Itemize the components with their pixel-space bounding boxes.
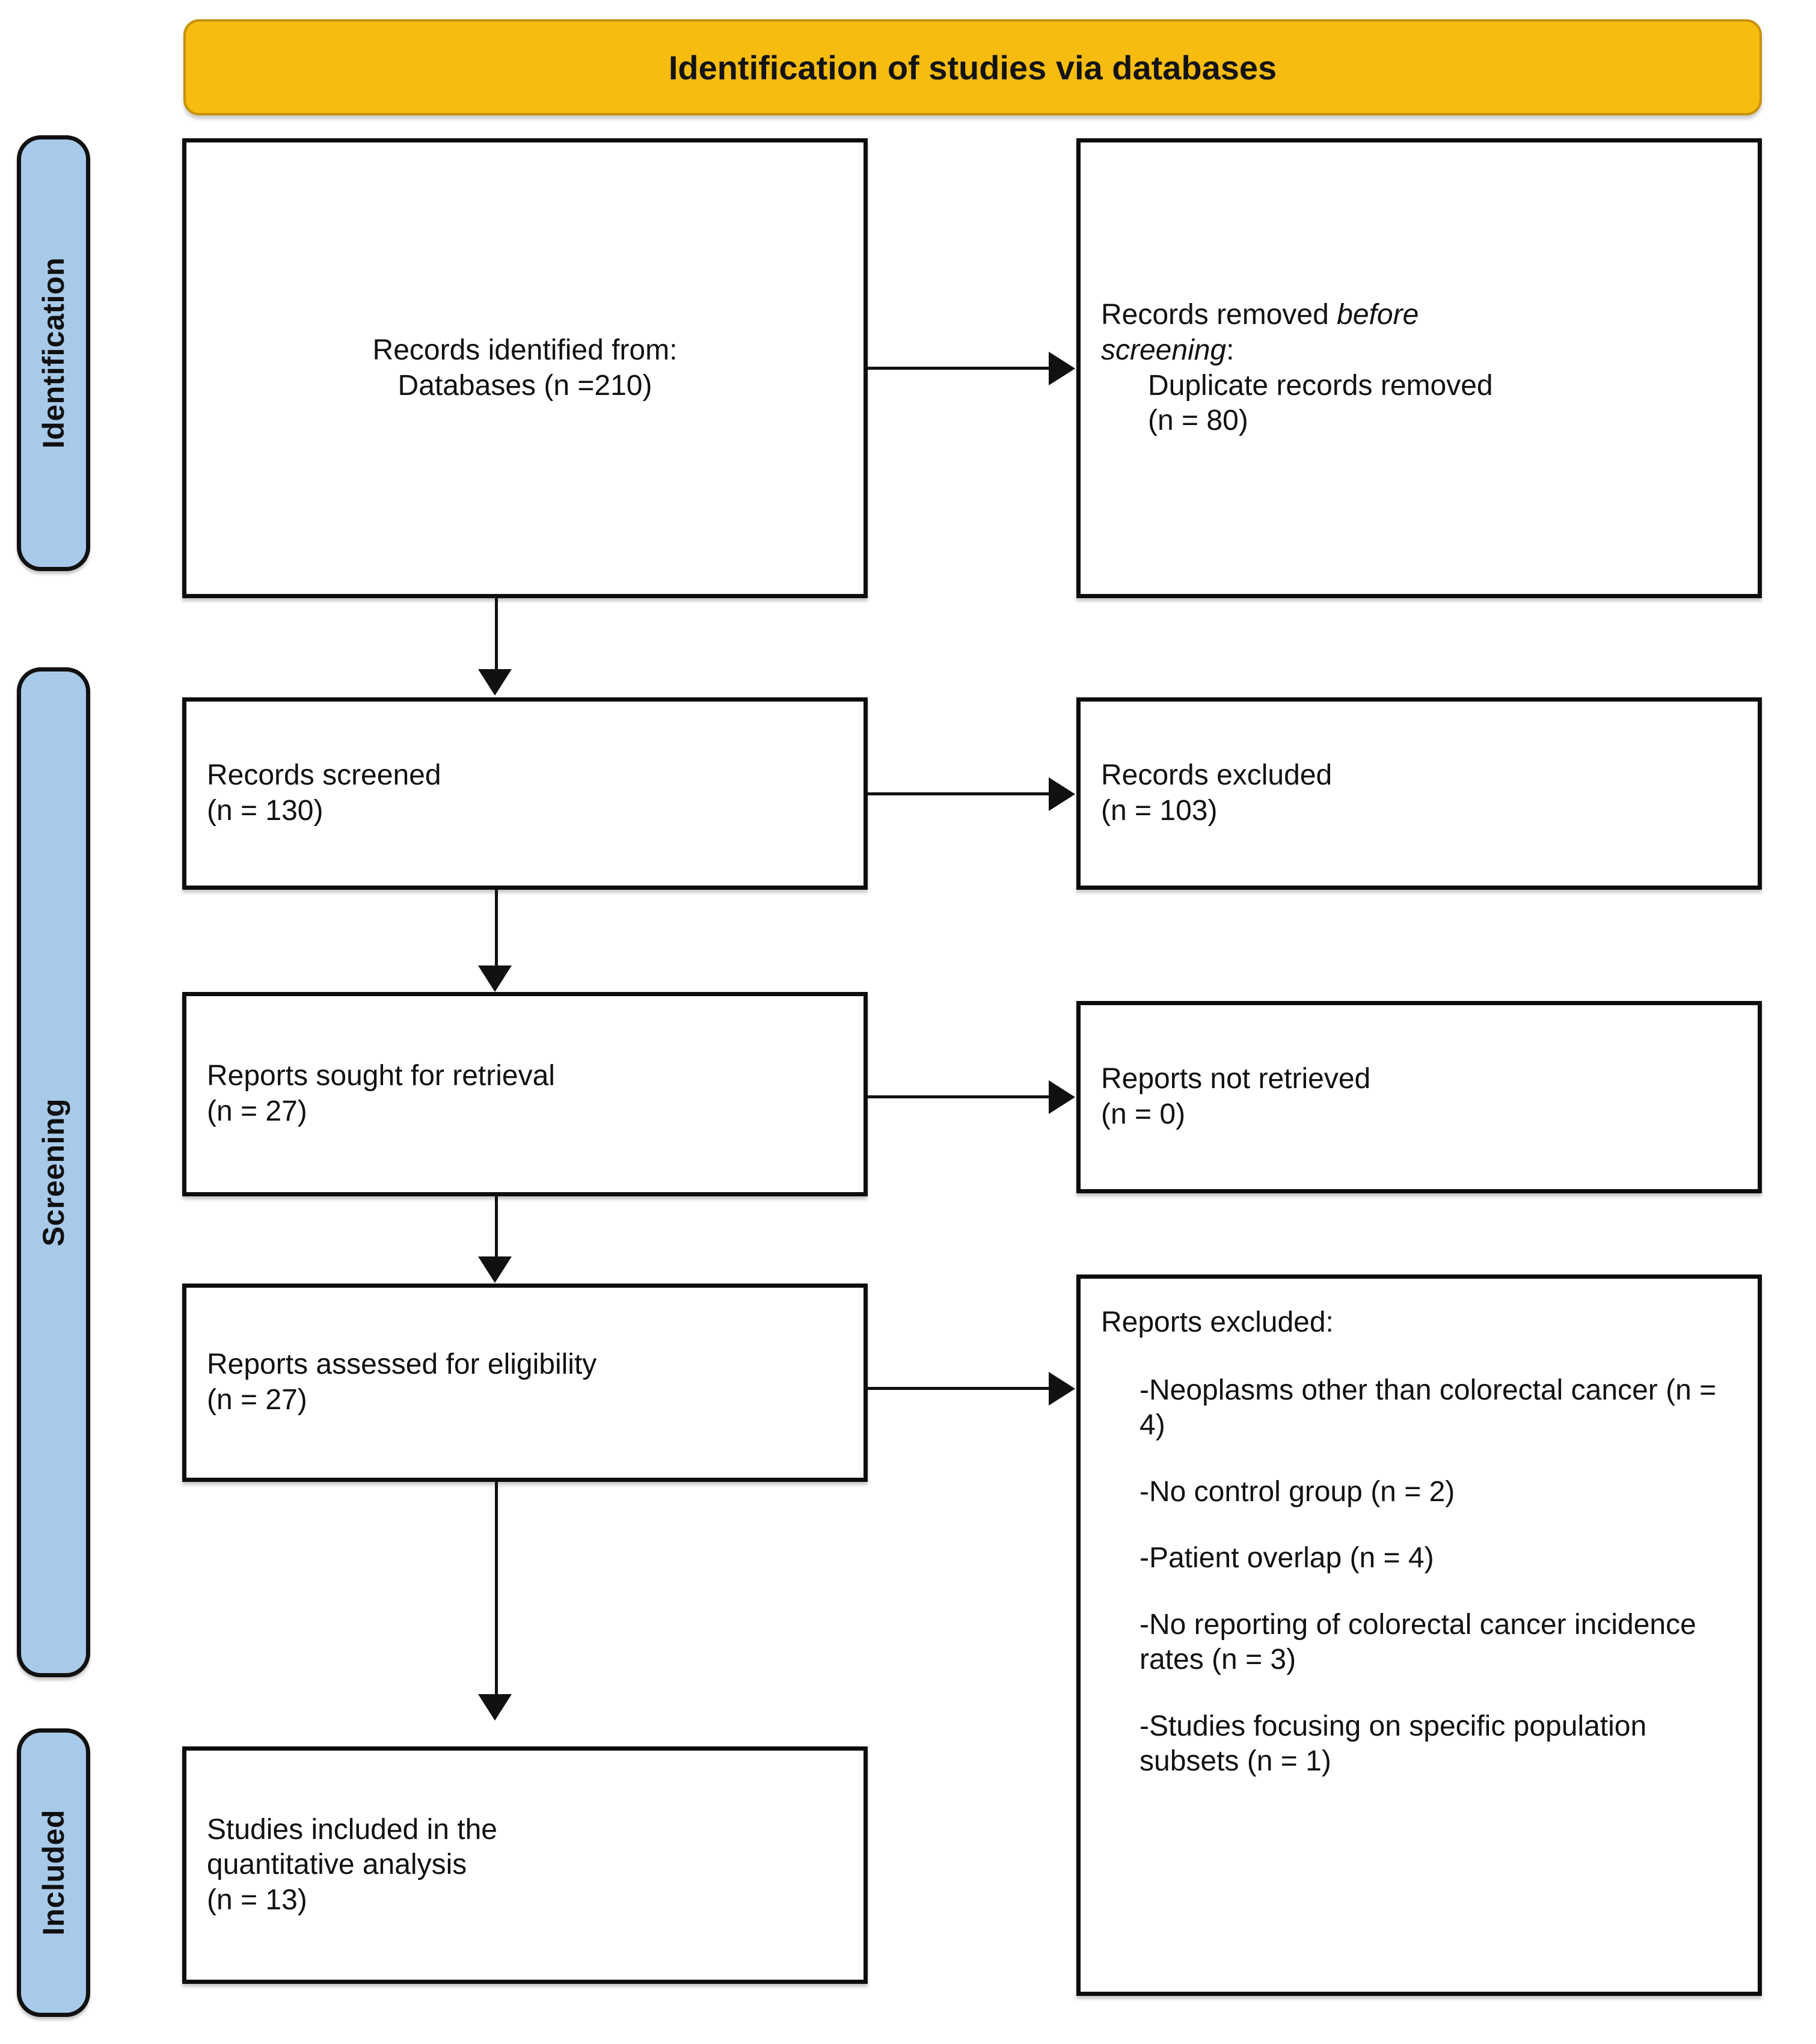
reports-excluded-reason-4: -No reporting of colorectal cancer incid… bbox=[1140, 1608, 1705, 1676]
records-identified-line-1: Records identified from: bbox=[372, 334, 678, 366]
stage-label-identification-text: Identification bbox=[37, 257, 70, 449]
studies-included-line-2: quantitative analysis bbox=[207, 1849, 467, 1881]
box-records-identified: Records identified from: Databases (n =2… bbox=[182, 138, 868, 598]
connector-line-sought-to-not-retrieved bbox=[868, 1095, 1051, 1098]
stage-label-included: Included bbox=[17, 1728, 90, 2017]
stage-label-screening: Screening bbox=[17, 667, 90, 1677]
arrow-right-icon-to-removed bbox=[1049, 352, 1075, 385]
records-removed-italic-before: before bbox=[1337, 299, 1419, 331]
box-reports-assessed-for-eligibility: Reports assessed for eligibility (n = 27… bbox=[182, 1284, 868, 1482]
box-studies-included: Studies included in the quantitative ana… bbox=[182, 1746, 868, 1984]
records-removed-prefix: Records removed bbox=[1101, 299, 1337, 331]
box-reports-sought-for-retrieval: Reports sought for retrieval (n = 27) bbox=[182, 992, 868, 1196]
reports-assessed-line-1: Reports assessed for eligibility bbox=[207, 1348, 597, 1381]
records-removed-line-4: (n = 80) bbox=[1148, 405, 1248, 437]
records-excluded-line-2: (n = 103) bbox=[1101, 795, 1218, 827]
box-reports-excluded-reasons: Reports excluded: -Neoplasms other than … bbox=[1076, 1274, 1762, 1996]
reports-not-retrieved-line-2: (n = 0) bbox=[1101, 1098, 1186, 1130]
records-excluded-line-1: Records excluded bbox=[1101, 759, 1333, 792]
reports-excluded-reason-3: -Patient overlap (n = 4) bbox=[1140, 1542, 1434, 1574]
records-identified-line-2: Databases (n =210) bbox=[397, 369, 652, 402]
records-removed-colon: : bbox=[1226, 334, 1235, 366]
reports-excluded-heading: Reports excluded: bbox=[1101, 1306, 1334, 1338]
stage-label-screening-text: Screening bbox=[37, 1098, 70, 1247]
arrow-down-icon-to-sought bbox=[478, 965, 512, 992]
studies-included-line-3: (n = 13) bbox=[207, 1883, 307, 1916]
connector-line-assessed-to-reports-excluded bbox=[868, 1387, 1051, 1390]
diagram-title: Identification of studies via databases bbox=[668, 48, 1277, 87]
stage-label-identification: Identification bbox=[17, 135, 90, 571]
studies-included-line-1: Studies included in the bbox=[207, 1813, 497, 1846]
connector-line-identified-to-removed bbox=[868, 367, 1051, 370]
reports-sought-line-1: Reports sought for retrieval bbox=[207, 1060, 555, 1092]
arrow-right-icon-to-reports-excluded bbox=[1049, 1372, 1075, 1406]
reports-assessed-line-2: (n = 27) bbox=[207, 1384, 307, 1416]
records-removed-line-1: Records removed before bbox=[1101, 298, 1737, 333]
arrow-right-icon-to-not-retrieved bbox=[1049, 1080, 1075, 1114]
box-records-excluded: Records excluded (n = 103) bbox=[1076, 697, 1762, 890]
arrow-down-icon-to-screened bbox=[478, 669, 512, 696]
stage-label-included-text: Included bbox=[37, 1810, 70, 1936]
records-removed-line-2: screening: bbox=[1101, 333, 1737, 369]
reports-excluded-reason-5: -Studies focusing on specific population… bbox=[1140, 1710, 1655, 1778]
connector-line-assessed-to-included bbox=[495, 1482, 498, 1695]
connector-line-screened-to-sought bbox=[495, 890, 498, 967]
reports-not-retrieved-line-1: Reports not retrieved bbox=[1101, 1063, 1371, 1095]
connector-line-sought-to-assessed bbox=[495, 1196, 498, 1258]
diagram-title-banner: Identification of studies via databases bbox=[183, 19, 1762, 115]
records-screened-line-2: (n = 130) bbox=[207, 795, 324, 827]
box-records-screened: Records screened (n = 130) bbox=[182, 697, 868, 890]
reports-excluded-reason-2: -No control group (n = 2) bbox=[1140, 1475, 1455, 1508]
records-removed-line-3: Duplicate records removed bbox=[1148, 369, 1493, 402]
reports-excluded-reason-1: -Neoplasms other than colorectal cancer … bbox=[1140, 1374, 1725, 1442]
connector-line-identified-to-screened bbox=[495, 598, 498, 672]
box-records-removed-before-screening: Records removed before screening: Duplic… bbox=[1076, 138, 1762, 598]
records-screened-line-1: Records screened bbox=[207, 759, 441, 792]
arrow-down-icon-to-included bbox=[478, 1694, 512, 1721]
arrow-right-icon-to-excluded bbox=[1049, 777, 1075, 811]
arrow-down-icon-to-assessed bbox=[478, 1256, 512, 1283]
reports-sought-line-2: (n = 27) bbox=[207, 1095, 307, 1127]
connector-line-screened-to-excluded bbox=[868, 792, 1051, 795]
box-reports-not-retrieved: Reports not retrieved (n = 0) bbox=[1076, 1001, 1762, 1193]
records-removed-italic-screening: screening bbox=[1101, 334, 1227, 366]
